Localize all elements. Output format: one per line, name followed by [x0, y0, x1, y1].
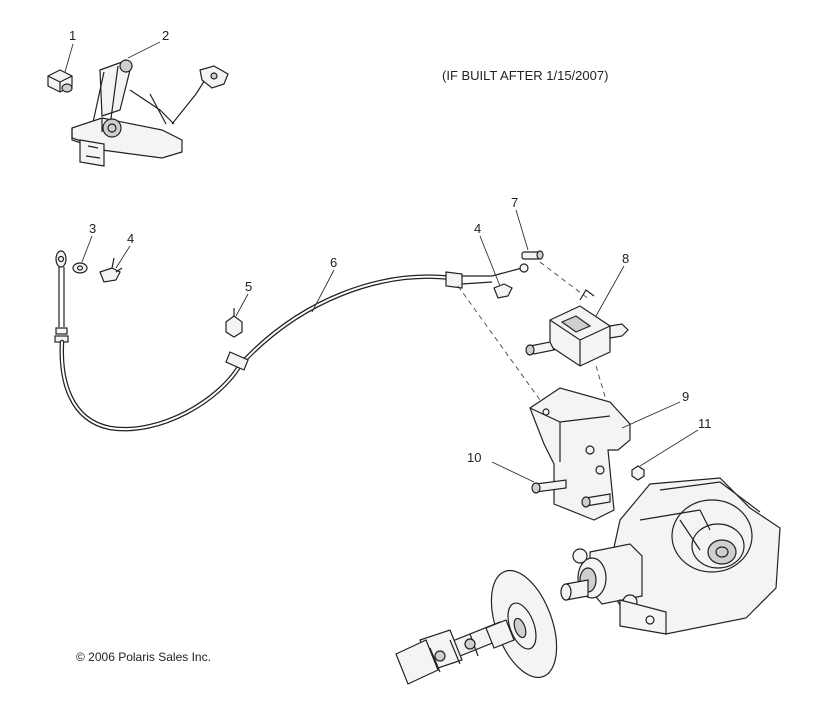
callout-9: 9	[682, 389, 689, 404]
part-3-cable-end	[54, 250, 69, 343]
gearcase-assembly	[560, 477, 781, 635]
callout-4-left: 4	[127, 231, 134, 246]
callout-11: 11	[698, 416, 712, 431]
brake-disc	[490, 569, 558, 679]
leader-7	[515, 209, 529, 251]
part-5-retainer	[225, 308, 243, 338]
callout-4-right: 4	[474, 221, 481, 236]
callout-10: 10	[467, 450, 481, 465]
part-11-nut	[631, 465, 645, 481]
leader-2	[127, 41, 161, 59]
bracket-bolt	[581, 493, 611, 508]
part-4-clip-left	[99, 257, 123, 283]
part-9-bracket	[529, 387, 631, 521]
assembly-line	[539, 261, 591, 301]
part-7-pin	[521, 250, 544, 260]
drive-shaft	[395, 619, 515, 685]
leader-10	[491, 461, 535, 483]
leader-11	[639, 429, 699, 467]
part-10-bolt	[531, 479, 567, 494]
part-8-caliper	[525, 289, 629, 367]
leader-1	[64, 43, 74, 73]
part-1-nut	[47, 69, 73, 93]
assembly-line	[457, 285, 541, 401]
callout-6: 6	[330, 255, 337, 270]
callout-3: 3	[89, 221, 96, 236]
leader-4b	[479, 235, 501, 287]
build-date-note: (IF BUILT AFTER 1/15/2007)	[442, 68, 608, 83]
callout-5: 5	[245, 279, 252, 294]
part-4-clip-right	[493, 283, 513, 299]
part-6-brake-cable	[59, 263, 529, 432]
part-3-washer	[72, 262, 88, 274]
leader-5	[235, 293, 249, 317]
callout-1: 1	[69, 28, 76, 43]
leader-6	[311, 269, 335, 313]
leader-8	[595, 265, 625, 317]
leader-9	[621, 401, 681, 429]
callout-8: 8	[622, 251, 629, 266]
leader-3	[81, 235, 93, 263]
leader-4a	[115, 245, 131, 269]
callout-2: 2	[162, 28, 169, 43]
part-2-pedal-assembly	[71, 59, 229, 167]
callout-7: 7	[511, 195, 518, 210]
copyright-text: © 2006 Polaris Sales Inc.	[76, 650, 211, 664]
